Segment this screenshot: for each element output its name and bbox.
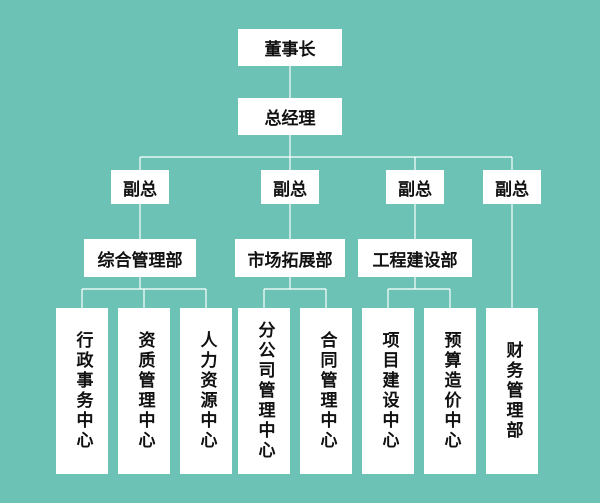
center-hr: 人力资源中心 [180,308,232,474]
center-admin: 行政事务中心 [56,308,108,474]
department-general-management: 综合管理部 [84,239,196,277]
center-qualification: 资质管理中心 [118,308,170,474]
department-engineering: 工程建设部 [358,239,472,277]
vice-president-box: 副总 [261,170,319,204]
general-manager-box: 总经理 [238,98,342,135]
finance-department: 财务管理部 [486,308,538,474]
center-project: 项目建设中心 [362,308,414,474]
chairman-box: 董事长 [238,29,342,66]
center-branch: 分公司管理中心 [238,308,290,474]
vice-president-box: 副总 [386,170,444,204]
vice-president-box: 副总 [483,170,541,204]
center-contract: 合同管理中心 [300,308,352,474]
department-marketing: 市场拓展部 [235,239,345,277]
center-budget: 预算造价中心 [424,308,476,474]
vice-president-box: 副总 [111,170,169,204]
